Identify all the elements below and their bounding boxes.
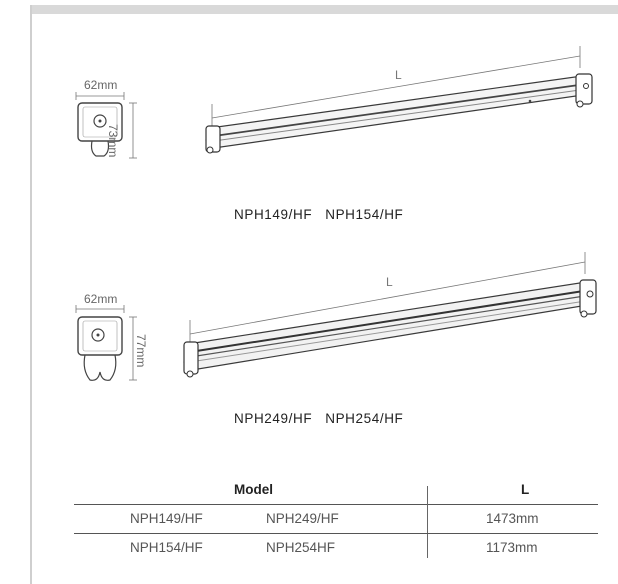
product2-luminaire — [183, 252, 597, 378]
product1-luminaire — [205, 46, 593, 154]
product1-end-view — [75, 92, 137, 159]
page-top-bar — [30, 5, 618, 14]
product2-width-label: 62mm — [84, 292, 118, 306]
product1-models-caption: NPH149/HF NPH154/HF — [234, 207, 404, 222]
table-column-divider — [427, 486, 428, 558]
table-header-model: Model — [234, 482, 273, 497]
row2-model-twin: NPH254HF — [266, 540, 336, 555]
table-header-rule — [74, 504, 598, 505]
product1-width-label: 62mm — [84, 78, 118, 92]
page-left-rule — [30, 5, 32, 584]
row1-length: 1473mm — [486, 511, 539, 526]
product2-end-view — [75, 305, 137, 381]
table-row-rule — [74, 533, 598, 534]
product1-length-label: L — [395, 68, 402, 82]
row2-model-single: NPH154/HF — [130, 540, 203, 555]
row1-model-single: NPH149/HF — [130, 511, 203, 526]
product2-height-label: 77mm — [134, 334, 148, 368]
row1-model-twin: NPH249/HF — [266, 511, 339, 526]
product2-length-label: L — [386, 275, 393, 289]
row2-length: 1173mm — [486, 540, 538, 555]
table-header-length: L — [521, 482, 530, 497]
product2-models-caption: NPH249/HF NPH254/HF — [234, 411, 404, 426]
